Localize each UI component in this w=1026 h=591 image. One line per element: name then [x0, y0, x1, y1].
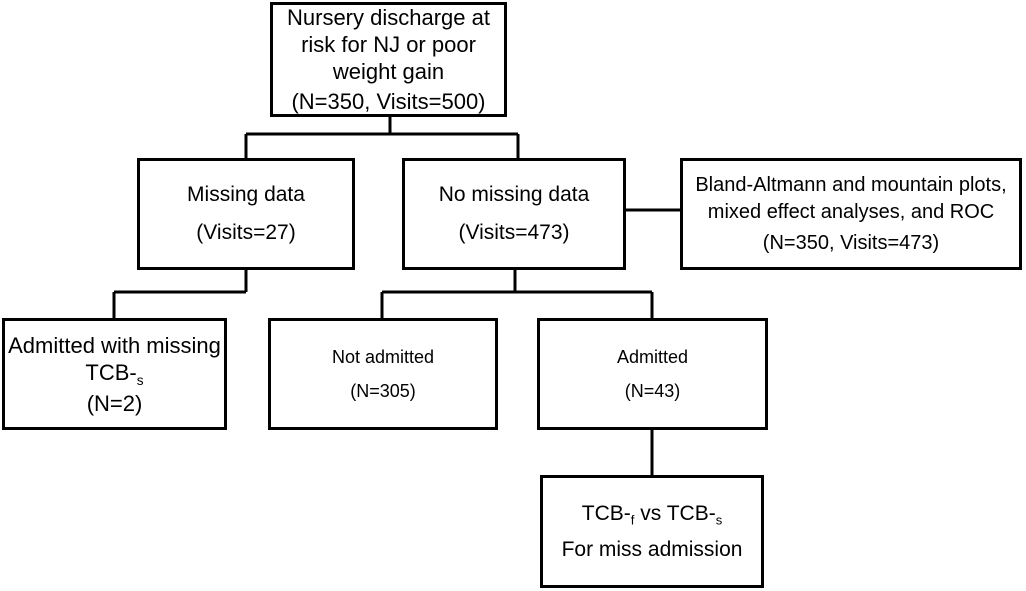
comparison-tcb-f-sub: f [630, 512, 635, 528]
comparison-vs-tcb-s-label: vs TCB- [634, 501, 716, 525]
analyses-line-2: mixed effect analyses, and ROC [707, 200, 995, 223]
comparison-line-2: For miss admission [561, 537, 743, 561]
root-line-3: weight gain [332, 59, 445, 84]
root-line-2: risk for NJ or poor [301, 32, 476, 57]
admitted-count: (N=43) [624, 381, 681, 401]
not-admitted-box: Not admitted (N=305) [268, 318, 498, 430]
no-missing-data-title: No missing data [438, 183, 590, 206]
analyses-box: Bland-Altmann and mountain plots, mixed … [680, 158, 1022, 270]
admitted-missing-count: (N=2) [86, 390, 143, 416]
no-missing-data-box: No missing data (Visits=473) [402, 158, 626, 270]
comparison-box: TCB-f vs TCB-s For miss admission [540, 475, 764, 588]
admitted-title: Admitted [616, 347, 689, 367]
no-missing-data-count: (Visits=473) [458, 221, 570, 244]
root-box: Nursery discharge at risk for NJ or poor… [270, 2, 507, 117]
analyses-line-1: Bland-Altmann and mountain plots, [695, 173, 1007, 196]
root-line-4: (N=350, Visits=500) [291, 89, 486, 114]
admitted-missing-tcb-label: TCB- [85, 359, 137, 385]
not-admitted-title: Not admitted [331, 347, 435, 367]
missing-data-title: Missing data [187, 183, 305, 206]
missing-data-box: Missing data (Visits=27) [137, 158, 355, 270]
comparison-line-1: TCB-f vs TCB-s [582, 499, 722, 529]
analyses-line-3: (N=350, Visits=473) [762, 231, 940, 254]
admitted-missing-line-1: Admitted with missing [8, 332, 221, 358]
root-line-1: Nursery discharge at [287, 5, 490, 30]
admitted-missing-line-2: TCB-s [85, 359, 144, 388]
admitted-missing-box: Admitted with missing TCB-s (N=2) [2, 318, 227, 430]
comparison-tcb-s-sub: s [715, 512, 723, 528]
not-admitted-count: (N=305) [350, 381, 416, 401]
missing-data-count: (Visits=27) [196, 221, 296, 244]
admitted-box: Admitted (N=43) [537, 318, 768, 430]
admitted-missing-tcb-sub: s [136, 372, 144, 388]
comparison-tcb-f-label: TCB- [581, 501, 631, 525]
